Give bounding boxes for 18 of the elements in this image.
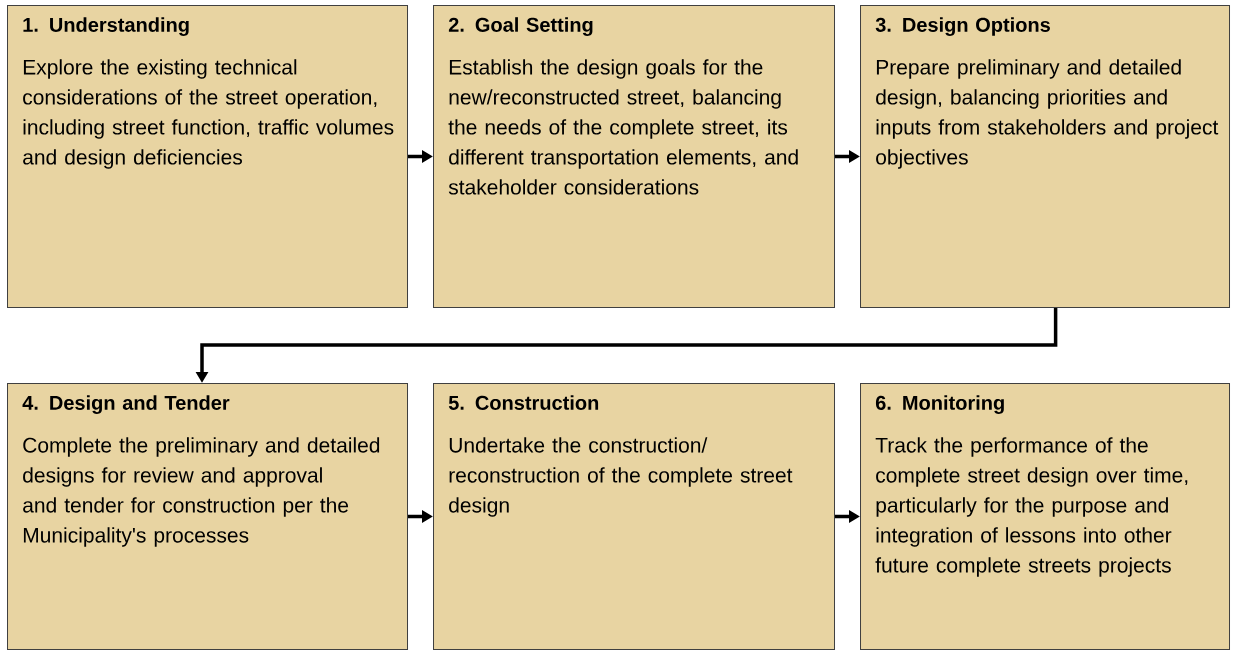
step-box bbox=[860, 383, 1230, 650]
step-box bbox=[433, 5, 835, 308]
step-heading: 2. Goal Setting bbox=[448, 17, 593, 36]
step-box bbox=[860, 5, 1230, 308]
step-description: Undertake the construction/ reconstruction of the complete street design bbox=[449, 437, 793, 517]
step-box bbox=[7, 5, 408, 308]
step-description: Prepare preliminary and detailed design, balancing priorities and inputs from stakeholders and project objectives bbox=[876, 59, 1219, 169]
step-description: Track the performance of the complete street design over time, particularly for the purpose and integration of lessons into other future complete streets projects bbox=[875, 437, 1188, 577]
step-description: Complete the preliminary and detailed designs for review and approval and tender for construction per the Municipality's processes bbox=[23, 437, 380, 547]
step-description: Explore the existing technical considerations of the street operation, including street function, traffic volumes and design deficiencies bbox=[23, 59, 394, 169]
step-heading: 5. Construction bbox=[448, 395, 599, 410]
step-description: Establish the design goals for the new/reconstructed street, balancing the needs of the complete street, its different transportation elements, and stakeholder considerations bbox=[448, 59, 798, 195]
step-box bbox=[7, 383, 408, 650]
step-heading: 4. Design and Tender bbox=[22, 395, 230, 414]
step-heading: 1. Understanding bbox=[23, 17, 189, 36]
step-heading: 3. Design Options bbox=[875, 17, 1050, 36]
step-heading: 6. Monitoring bbox=[875, 395, 1004, 414]
step-box bbox=[433, 383, 835, 650]
